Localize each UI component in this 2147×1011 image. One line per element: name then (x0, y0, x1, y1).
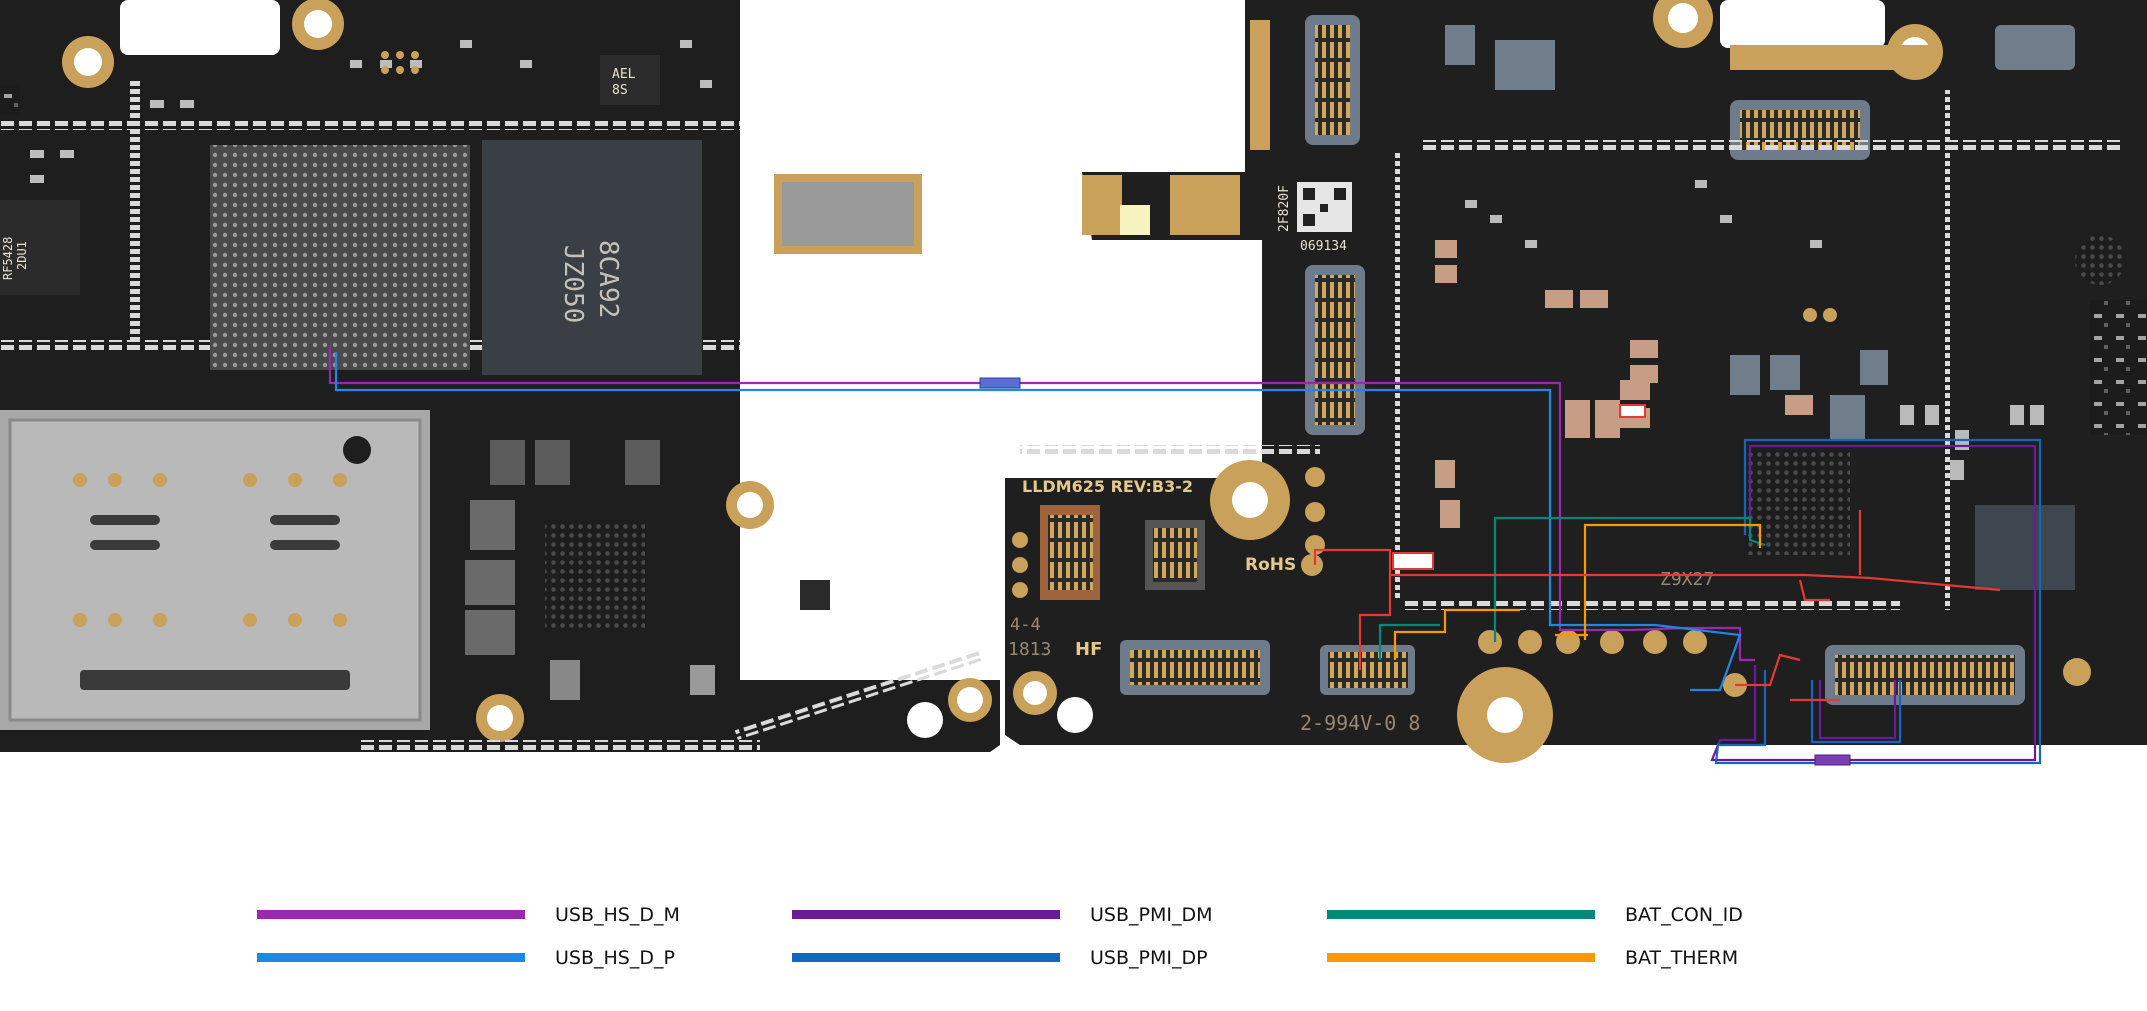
trace-usb-hs-d-p (334, 352, 1742, 692)
signal-legend: USB_HS_D_M USB_HS_D_P USB_PMI_DM USB_PMI… (0, 880, 2147, 980)
hf-label: HF (1075, 639, 1102, 660)
memory-chip (482, 140, 702, 375)
rf-chip (1975, 505, 2075, 590)
legend-swatch-bat-con-id (1327, 910, 1595, 919)
legend-label-bat-con-id: BAT_CON_ID (1625, 904, 1743, 926)
svg-text:2DU1: 2DU1 (15, 241, 29, 270)
qr-serial-top: 2F820F (1277, 185, 1292, 232)
signal-traces (328, 345, 2042, 766)
soc-bga-chip (210, 145, 470, 370)
legend-swatch-usb-hs-d-p (257, 953, 525, 962)
legend-label-usb-hs-d-p: USB_HS_D_P (555, 947, 675, 969)
trace-bat-con-id (1493, 516, 1766, 642)
svg-text:AEL: AEL (612, 67, 636, 82)
ul-label: 2-994V-0 8 (1300, 711, 1420, 735)
legend-label-bat-therm: BAT_THERM (1625, 947, 1739, 969)
board-revision-label: LLDM625 REV:B3-2 (1022, 477, 1193, 496)
svg-text:JZ050: JZ050 (558, 245, 588, 323)
legend-label-usb-pmi-dp: USB_PMI_DP (1090, 947, 1208, 969)
legend-swatch-usb-hs-d-m (257, 910, 525, 919)
legend-label-usb-hs-d-m: USB_HS_D_M (555, 904, 680, 926)
trace-usb-pmi-dm (1710, 444, 2037, 762)
trace-bat-therm (1583, 523, 1762, 640)
pcb-right-section: 069134 2F820F LLDM625 REV:B3-2 RoHS 4-4 … (1005, 0, 2147, 763)
legend-swatch-bat-therm (1327, 953, 1595, 962)
year-code: 1813 (1008, 639, 1051, 660)
rohs-label: RoHS (1245, 555, 1296, 575)
component-zx-label: Z9X27 (1660, 569, 1714, 590)
trace-usb-hs-d-m (328, 345, 1755, 662)
svg-text:8CA92: 8CA92 (593, 240, 623, 318)
legend-label-usb-pmi-dm: USB_PMI_DM (1090, 904, 1213, 926)
pmic-chip (545, 520, 645, 630)
pcb-left-section: RF5428 2DU1 8CA92 JZ050 AEL 8S (0, 0, 1262, 752)
right-bga-chip (1745, 450, 1850, 555)
trace-usb-pmi-dp (1714, 438, 2042, 765)
date-code: 4-4 (1010, 615, 1041, 635)
legend-swatch-usb-pmi-dm (792, 910, 1060, 919)
legend-swatch-usb-pmi-dp (792, 953, 1060, 962)
svg-text:RF5428: RF5428 (1, 237, 15, 280)
qr-serial-bottom: 069134 (1300, 239, 1347, 254)
svg-text:8S: 8S (612, 83, 628, 98)
